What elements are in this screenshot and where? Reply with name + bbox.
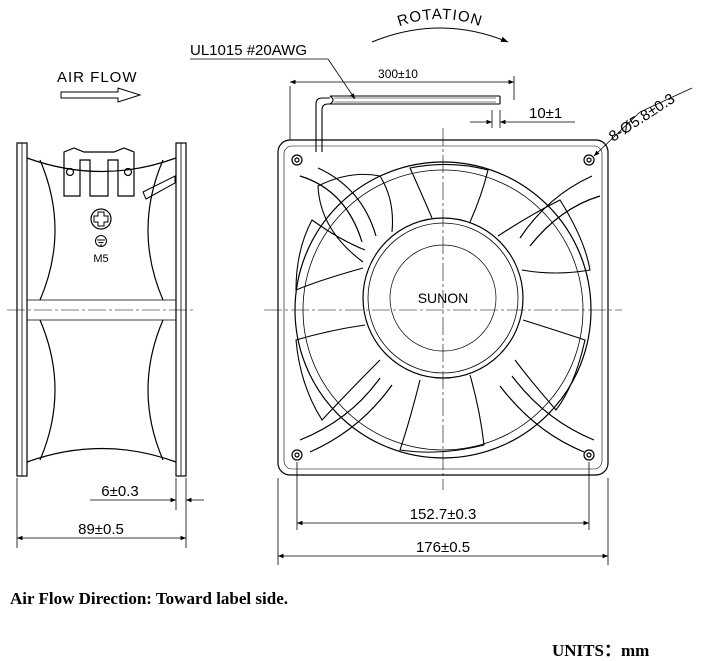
air-flow-direction-note: Air Flow Direction: Toward label side. — [10, 589, 288, 608]
front-dimensions — [277, 462, 609, 565]
units-note: UNITS：mm — [552, 641, 650, 660]
rotation-arrow — [371, 27, 509, 43]
support-spokes — [299, 167, 601, 453]
wire-spec-label: UL1015 #20AWG — [190, 42, 307, 59]
air-flow-arrow — [60, 87, 142, 103]
ground-symbol — [95, 235, 107, 247]
wire-spec-leader — [190, 58, 356, 100]
flange-thickness-dimension: 6±0.3 — [101, 483, 138, 500]
fan-blades — [295, 163, 591, 453]
lead-length-dimension: 300±10 — [378, 67, 418, 81]
rotation-label: ROTATION — [395, 6, 484, 30]
mounting-hole-dimension: 8-Ø5.8±0.3 — [606, 90, 678, 145]
frame-depth-dimension: 89±0.5 — [78, 521, 124, 538]
mounting-hole-leader — [593, 111, 641, 157]
frame-width-dimension: 176±0.5 — [416, 539, 470, 556]
ground-screw — [90, 208, 112, 230]
lead-wires — [315, 95, 501, 152]
strip-length-dimension-lines — [470, 110, 575, 128]
mounting-holes — [291, 154, 595, 461]
ground-label: M5 — [93, 253, 108, 265]
terminal-block — [63, 147, 135, 197]
lead-length-dimension-lines — [289, 76, 515, 140]
side-dimensions — [16, 478, 204, 548]
air-flow-label: AIR FLOW — [57, 69, 138, 86]
hole-pitch-dimension: 152.7±0.3 — [410, 506, 477, 523]
front-view — [264, 128, 622, 490]
strip-length-dimension: 10±1 — [529, 105, 562, 122]
brand-label: SUNON — [418, 290, 469, 306]
side-view — [7, 142, 196, 477]
